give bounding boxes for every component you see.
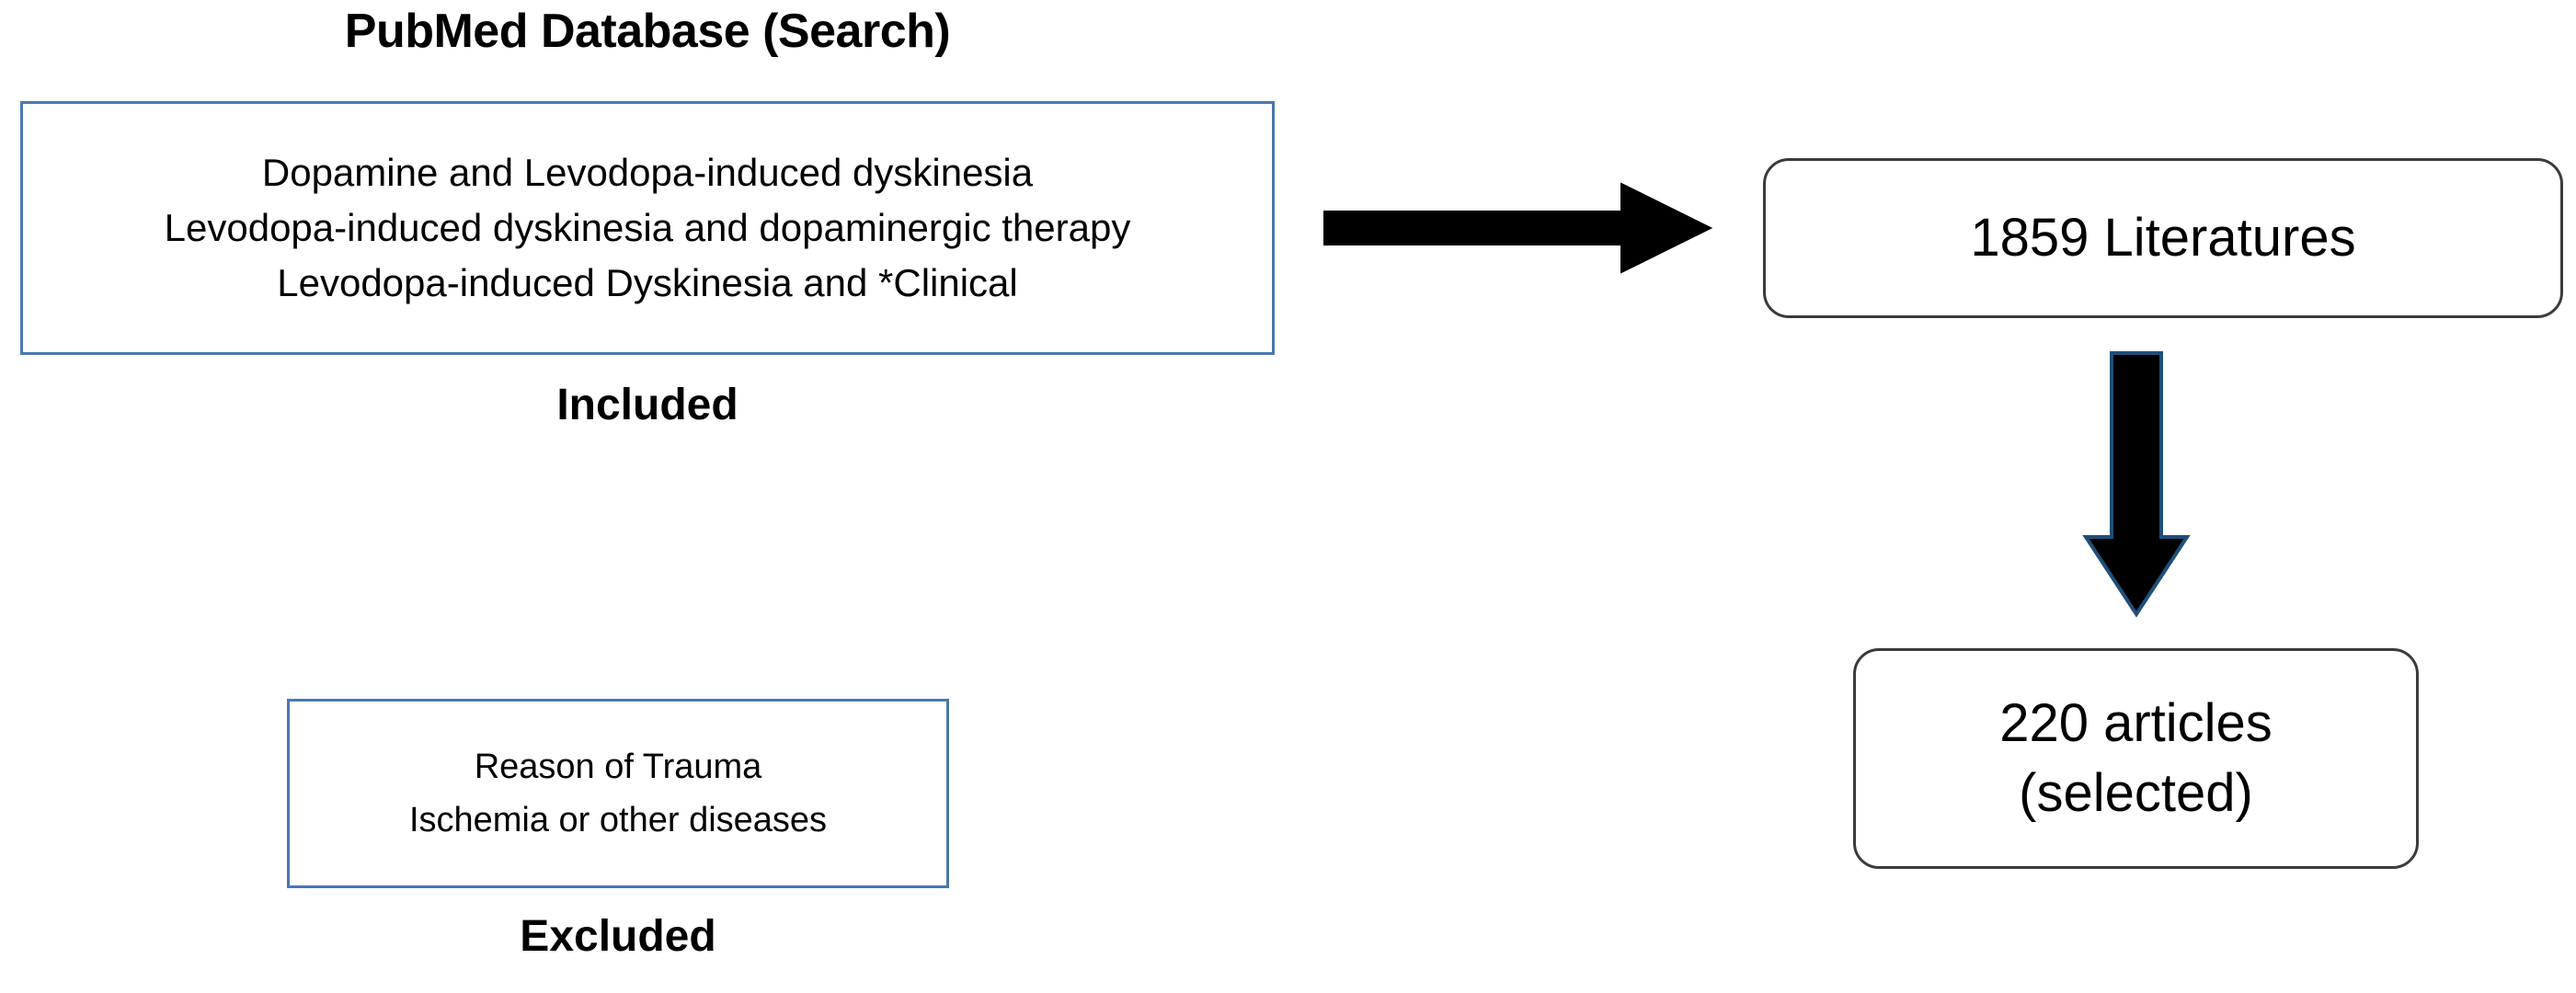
search-criteria-line-3: Levodopa-induced Dyskinesia and *Clinica… xyxy=(277,261,1018,304)
exclusion-criteria-line-2: Ischemia or other diseases xyxy=(408,801,828,839)
included-label: Included xyxy=(556,381,738,429)
literatures-count-label: 1859 Literatures xyxy=(1970,208,2356,268)
page-title: PubMed Database (Search) xyxy=(344,5,951,58)
search-criteria-box: Dopamine and Levodopa-induced dyskinesia… xyxy=(20,101,1275,355)
search-to-literatures-arrow-icon xyxy=(1323,182,1713,274)
search-criteria-line-1: Dopamine and Levodopa-induced dyskinesia xyxy=(261,151,1034,194)
excluded-label: Excluded xyxy=(520,912,716,961)
exclusion-criteria-line-1: Reason of Trauma xyxy=(474,748,762,786)
exclusion-criteria-box: Reason of Trauma Ischemia or other disea… xyxy=(287,699,949,888)
selected-count-label: 220 articles xyxy=(1999,693,2273,753)
literatures-result-box: 1859 Literatures xyxy=(1763,158,2563,318)
search-criteria-line-2: Levodopa-induced dyskinesia and dopamine… xyxy=(164,206,1131,249)
literatures-to-selected-arrow-icon xyxy=(2082,351,2191,618)
selected-status-label: (selected) xyxy=(2019,763,2253,823)
selected-articles-box: 220 articles (selected) xyxy=(1853,648,2419,869)
